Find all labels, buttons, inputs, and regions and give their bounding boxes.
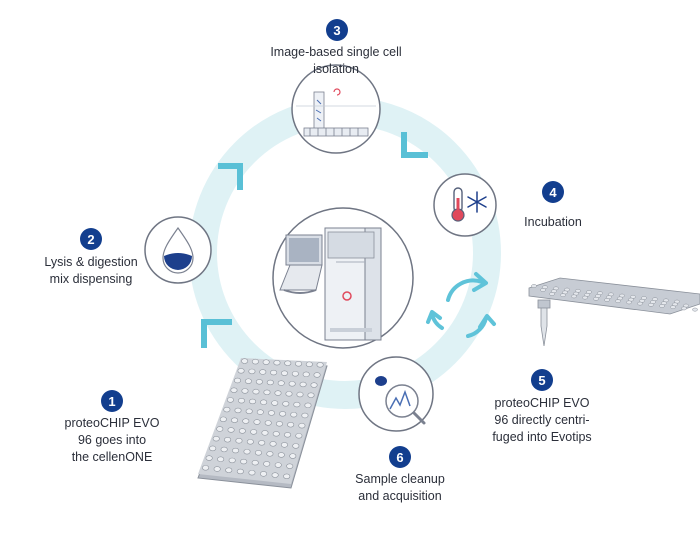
cellenone-instrument-icon <box>272 207 414 349</box>
step-5-label-line: proteoCHIP EVO <box>494 396 590 410</box>
step-1-badge: 1 <box>101 390 123 412</box>
step-6-label-line: Sample cleanup <box>355 472 445 486</box>
step-5-label-line: fuged into Evotips <box>492 430 592 444</box>
step-5-label: proteoCHIP EVO 96 directly centri- fuged… <box>478 395 606 446</box>
step-5-badge: 5 <box>531 369 553 391</box>
proteochip-plate-icon <box>197 358 328 489</box>
step-4-label-line: Incubation <box>524 215 582 229</box>
nozzle-icon <box>291 64 381 154</box>
step-1-label: proteoCHIP EVO 96 goes into the cellenON… <box>52 415 172 466</box>
step-3-label-line: Image-based single cell <box>270 45 402 59</box>
step-1-label-line: proteoCHIP EVO <box>64 416 160 430</box>
step-1-label-line: 96 goes into <box>77 433 147 447</box>
step-1-label-line: the cellenONE <box>71 450 153 464</box>
step-2-badge: 2 <box>80 228 102 250</box>
magnifier-spectrum-icon <box>358 356 434 432</box>
step-5-label-line: 96 directly centri- <box>494 413 590 427</box>
step-4-badge: 4 <box>542 181 564 203</box>
thermometer-snowflake-icon <box>433 173 497 237</box>
step-3-label-line: isolation <box>313 62 359 76</box>
step-3-label: Image-based single cell isolation <box>246 44 426 78</box>
step-2-label: Lysis & digestion mix dispensing <box>26 254 156 288</box>
step-6-label-line: and acquisition <box>358 489 442 503</box>
step-6-label: Sample cleanup and acquisition <box>336 471 464 505</box>
step-2-label-line: mix dispensing <box>49 272 133 286</box>
step-6-badge: 6 <box>389 446 411 468</box>
droplet-icon <box>144 216 212 284</box>
evotip-plate-icon <box>528 277 700 347</box>
step-3-badge: 3 <box>326 19 348 41</box>
step-2-label-line: Lysis & digestion <box>44 255 138 269</box>
step-4-label: Incubation <box>508 214 598 231</box>
bracket-marks <box>201 132 428 348</box>
cycle-arrows-icon <box>426 272 496 338</box>
